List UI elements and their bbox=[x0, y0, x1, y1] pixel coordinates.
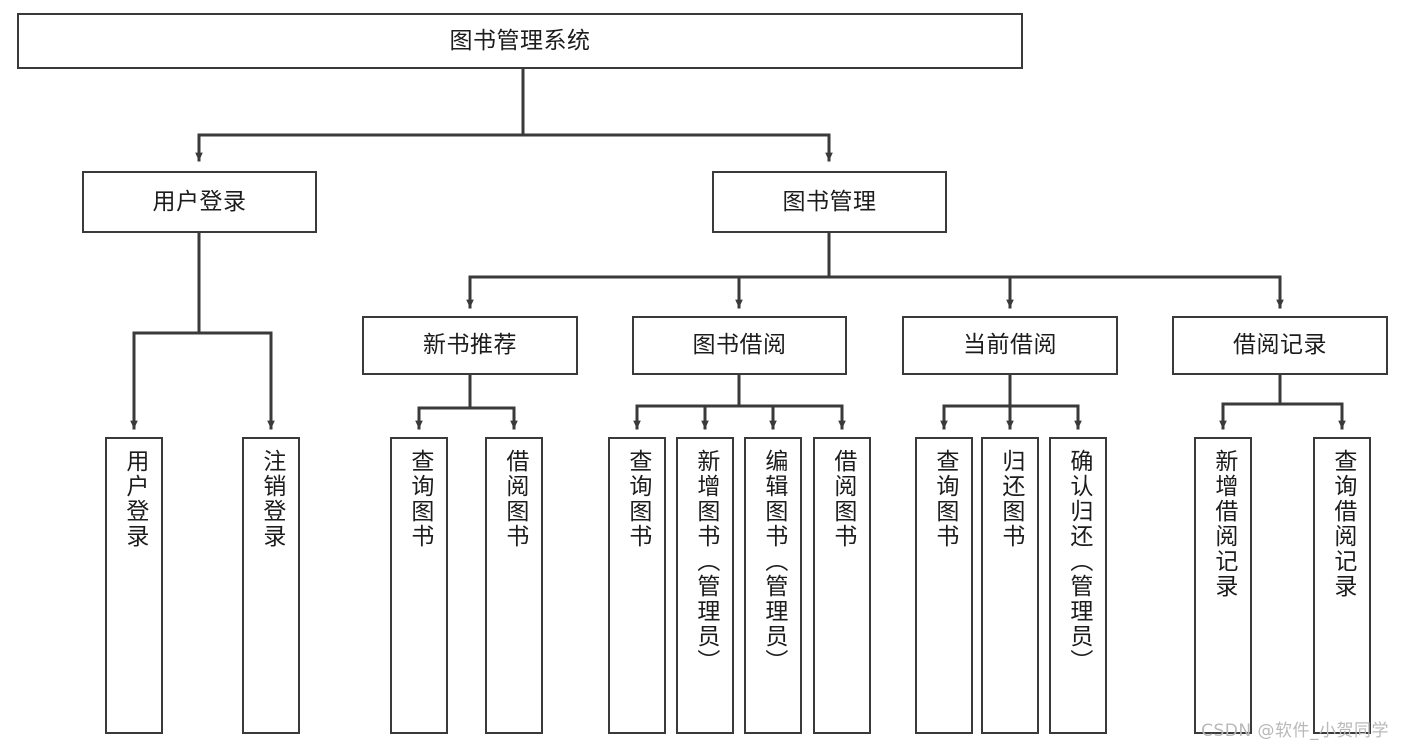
leaf-label: 查询借阅记录 bbox=[1329, 449, 1356, 599]
node-user-login-label: 用户登录 bbox=[152, 188, 247, 215]
node-current-borrow-label: 当前借阅 bbox=[963, 332, 1057, 359]
leaf-borrow-edit-book[interactable]: 编辑图书（管理员） bbox=[744, 437, 802, 734]
node-book-management-label: 图书管理 bbox=[782, 188, 877, 215]
node-borrow-record[interactable]: 借阅记录 bbox=[1172, 316, 1388, 375]
leaf-recommend-query-book[interactable]: 查询图书 bbox=[390, 437, 448, 734]
leaf-label: 用户登录 bbox=[121, 449, 148, 549]
leaf-record-query-record[interactable]: 查询借阅记录 bbox=[1313, 437, 1371, 734]
leaf-current-query-book[interactable]: 查询图书 bbox=[915, 437, 973, 734]
leaf-user-login-logout[interactable]: 注销登录 bbox=[242, 437, 300, 734]
node-current-borrow[interactable]: 当前借阅 bbox=[902, 316, 1118, 375]
node-book-borrow[interactable]: 图书借阅 bbox=[632, 316, 847, 375]
leaf-label: 借阅图书 bbox=[501, 449, 528, 549]
leaf-label: 查询图书 bbox=[624, 449, 651, 549]
leaf-label: 查询图书 bbox=[931, 449, 958, 549]
leaf-recommend-borrow-book[interactable]: 借阅图书 bbox=[485, 437, 543, 734]
leaf-borrow-add-book[interactable]: 新增图书（管理员） bbox=[676, 437, 734, 734]
node-book-borrow-label: 图书借阅 bbox=[692, 332, 787, 359]
node-root[interactable]: 图书管理系统 bbox=[17, 13, 1023, 69]
csdn-watermark: CSDN @软件_小贺同学 bbox=[1201, 721, 1389, 741]
node-book-management[interactable]: 图书管理 bbox=[712, 171, 947, 233]
node-borrow-record-label: 借阅记录 bbox=[1233, 332, 1327, 359]
leaf-record-add-record[interactable]: 新增借阅记录 bbox=[1194, 437, 1252, 734]
node-root-label: 图书管理系统 bbox=[449, 27, 591, 54]
leaf-label: 确认归还（管理员） bbox=[1065, 449, 1092, 674]
leaf-borrow-borrow-book[interactable]: 借阅图书 bbox=[813, 437, 871, 734]
leaf-current-return-book[interactable]: 归还图书 bbox=[981, 437, 1039, 734]
leaf-label: 新增图书（管理员） bbox=[692, 449, 719, 674]
leaf-label: 查询图书 bbox=[406, 449, 433, 549]
node-new-book-recommend-label: 新书推荐 bbox=[423, 332, 517, 359]
leaf-label: 注销登录 bbox=[258, 449, 285, 549]
leaf-borrow-query-book[interactable]: 查询图书 bbox=[608, 437, 666, 734]
node-user-login[interactable]: 用户登录 bbox=[82, 171, 317, 233]
leaf-current-confirm-return[interactable]: 确认归还（管理员） bbox=[1049, 437, 1107, 734]
leaf-label: 编辑图书（管理员） bbox=[760, 449, 787, 674]
leaf-label: 归还图书 bbox=[997, 449, 1024, 549]
leaf-user-login-login[interactable]: 用户登录 bbox=[105, 437, 163, 734]
leaf-label: 借阅图书 bbox=[829, 449, 856, 549]
leaf-label: 新增借阅记录 bbox=[1210, 449, 1237, 599]
node-new-book-recommend[interactable]: 新书推荐 bbox=[362, 316, 578, 375]
